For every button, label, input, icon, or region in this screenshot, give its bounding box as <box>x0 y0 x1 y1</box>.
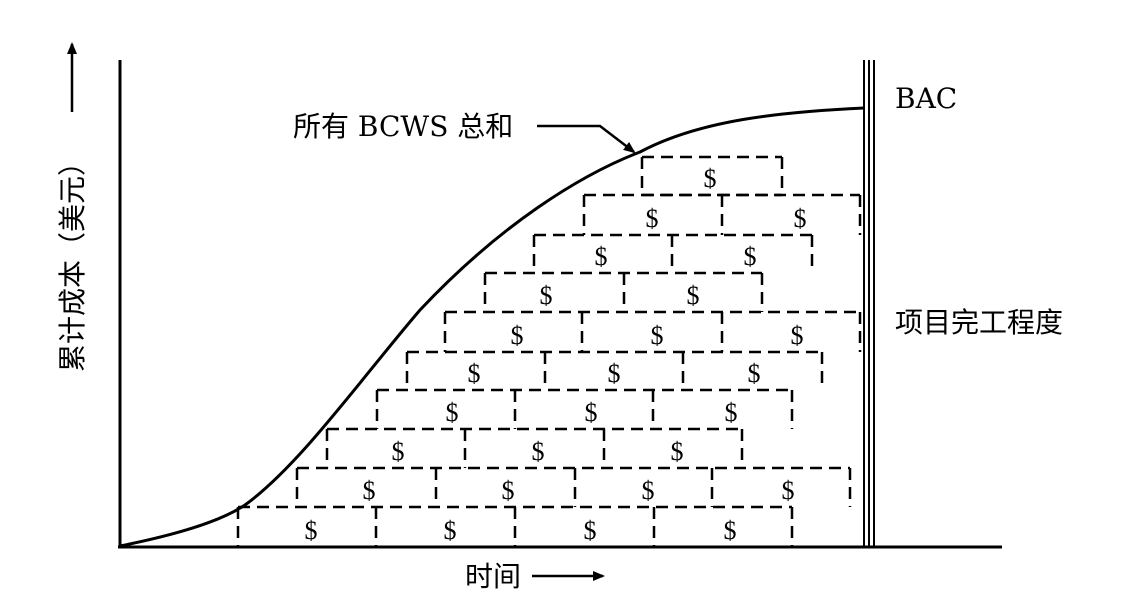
dollar-symbol: $ <box>642 476 655 505</box>
block-row: $ $ $ <box>375 388 794 429</box>
dollar-symbol: $ <box>363 476 376 505</box>
dollar-symbol: $ <box>585 398 598 427</box>
block-row: $ $ $ <box>405 350 824 390</box>
dollar-symbol: $ <box>646 204 659 233</box>
dollar-symbol: $ <box>725 398 738 427</box>
curve-label: 所有 BCWS 总和 <box>293 110 513 143</box>
dollar-symbol: $ <box>671 437 684 466</box>
completion-label: 项目完工程度 <box>895 306 1063 339</box>
x-axis-label: 时间 <box>465 560 521 593</box>
dollar-symbol: $ <box>687 281 700 310</box>
completion-line <box>863 60 875 548</box>
dollar-symbol: $ <box>446 398 459 427</box>
dollar-symbol: $ <box>584 516 597 545</box>
block-row: $ $ $ $ <box>295 466 852 507</box>
dollar-symbol: $ <box>502 476 515 505</box>
block-row: $ $ $ $ <box>236 505 794 547</box>
dollar-symbol: $ <box>468 359 481 388</box>
dollar-symbol: $ <box>305 516 318 545</box>
dollar-symbol: $ <box>724 516 737 545</box>
block-row: $ $ $ <box>325 427 744 468</box>
bac-label: BAC <box>895 82 957 115</box>
dollar-symbol: $ <box>704 164 717 193</box>
block-row: $$ <box>582 193 862 235</box>
dollar-symbol: $ <box>595 242 608 271</box>
dollar-symbol: $ <box>744 242 757 271</box>
block-row: $ $ $ <box>443 310 862 352</box>
budget-blocks: $$$$$$$$$$$$$$$$$$$$$$$$$$$ <box>236 155 862 547</box>
dollar-symbol: $ <box>511 321 524 350</box>
block-row: $ <box>640 155 784 197</box>
dollar-symbol: $ <box>748 359 761 388</box>
dollar-symbol: $ <box>608 359 621 388</box>
dollar-symbol: $ <box>791 321 804 350</box>
dollar-symbol: $ <box>540 281 553 310</box>
y-axis-label: 累计成本（美元） <box>56 148 89 372</box>
dollar-symbol: $ <box>532 437 545 466</box>
block-row: $$ <box>532 233 814 273</box>
curve-label-pointer <box>537 124 636 154</box>
bcws-curve <box>119 106 865 548</box>
dollar-symbol: $ <box>794 204 807 233</box>
block-row: $$ <box>483 271 764 312</box>
dollar-symbol: $ <box>444 516 457 545</box>
dollar-symbol: $ <box>392 437 405 466</box>
dollar-symbol: $ <box>651 321 664 350</box>
dollar-symbol: $ <box>782 476 795 505</box>
